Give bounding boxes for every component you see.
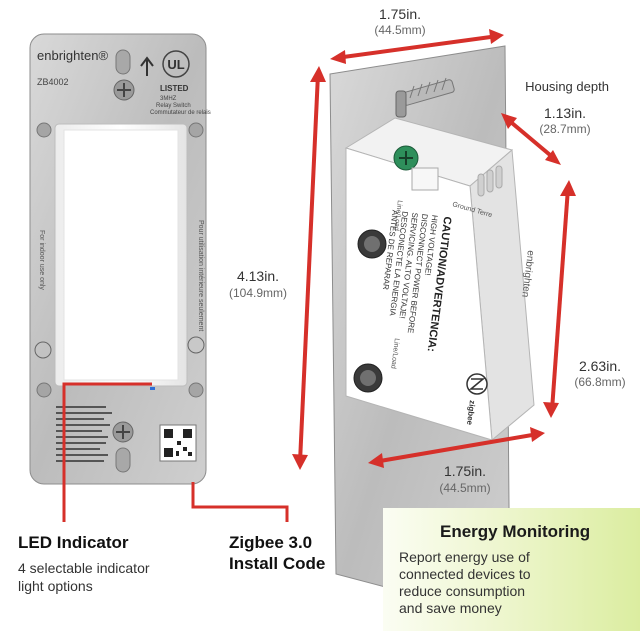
front-view-switch: UL bbox=[29, 33, 207, 485]
front-side-text-left: For indoor use only bbox=[38, 230, 45, 290]
led-indicator-desc-line2: light options bbox=[18, 578, 93, 594]
top-width-inches: 1.75in. bbox=[378, 6, 422, 22]
listing-mark: LISTED bbox=[160, 84, 189, 93]
dimension-arrows bbox=[292, 29, 576, 470]
energy-desc-line3: reduce consumption bbox=[399, 583, 526, 599]
housing-height-inches: 2.63in. bbox=[578, 358, 622, 374]
svg-text:UL: UL bbox=[167, 57, 184, 72]
product-type-fr: Commutateur de relais bbox=[150, 110, 211, 116]
depth-mm: (28.7mm) bbox=[539, 122, 591, 136]
energy-monitoring-panel: Energy Monitoring Report energy use of c… bbox=[383, 508, 640, 631]
callout-lines bbox=[62, 382, 289, 522]
terminal-bottom-label: Line/Load bbox=[389, 338, 400, 369]
zigbee-title-line2: Install Code bbox=[229, 554, 326, 573]
top-width-mm: (44.5mm) bbox=[374, 23, 426, 37]
height-mm: (104.9mm) bbox=[228, 286, 287, 300]
depth-inches: 1.13in. bbox=[543, 105, 587, 121]
led-indicator-title: LED Indicator bbox=[18, 533, 129, 552]
energy-monitoring-title: Energy Monitoring bbox=[440, 522, 591, 541]
led-indicator-desc-line1: 4 selectable indicator bbox=[18, 560, 150, 576]
front-model-number: ZB4002 bbox=[37, 77, 69, 87]
bottom-width-inches: 1.75in. bbox=[443, 463, 487, 479]
height-inches: 4.13in. bbox=[236, 268, 280, 284]
energy-desc-line2: connected devices to bbox=[399, 566, 531, 582]
front-brand-logo: enbrighten® bbox=[37, 48, 108, 63]
energy-desc-line1: Report energy use of bbox=[399, 549, 530, 565]
zigbee-logo-text: zigbee bbox=[465, 400, 477, 426]
zigbee-title-line1: Zigbee 3.0 bbox=[229, 533, 313, 552]
terminal-top-label: Line/Load bbox=[392, 200, 403, 231]
energy-desc-line4: and save money bbox=[399, 600, 502, 616]
product-type-en: Relay Switch bbox=[156, 103, 191, 109]
side-view-housing: CAUTION/ADVERTENCIA: HIGH VOLTAGE! DISCO… bbox=[329, 45, 536, 621]
listing-code: 3MHZ bbox=[160, 96, 177, 102]
housing-height-mm: (66.8mm) bbox=[574, 375, 626, 389]
housing-depth-label: Housing depth bbox=[525, 79, 609, 94]
front-side-text-right: Pour utilisation intérieure seulement bbox=[197, 220, 204, 331]
bottom-width-mm: (44.5mm) bbox=[439, 481, 491, 495]
